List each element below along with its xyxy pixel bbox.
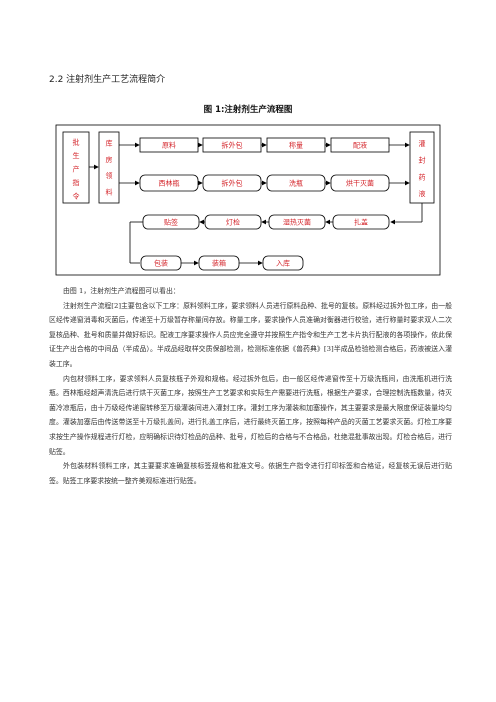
- figure-title: 图 1:注射剂生产流程图: [203, 105, 293, 115]
- flow-node-label: 配液: [353, 141, 367, 150]
- flow-node-label: 洗瓶: [289, 179, 303, 188]
- flow-node: [204, 214, 262, 230]
- node-char: 料: [106, 187, 113, 196]
- body-text: 由图 1，注射剂生产流程图可以看出： 注射剂生产流程[2]主要包含以下工序：原料…: [49, 284, 452, 488]
- flow-node: [262, 255, 304, 271]
- flow-node-label: 拆外包: [222, 179, 243, 188]
- node-char: 库: [106, 139, 113, 148]
- section-title: 2.2 注射剂生产工艺流程简介: [49, 75, 166, 85]
- flow-node-label: 称量: [289, 141, 303, 150]
- node-char: 指: [73, 178, 80, 187]
- paragraph: 注射剂生产流程[2]主要包含以下工序：原料领料工序，要求领料人员进行原料品种、批…: [49, 301, 452, 368]
- flow-node-label: 拆外包: [222, 141, 243, 150]
- node-warehouse: [98, 131, 120, 204]
- node-char: 灌: [419, 139, 426, 148]
- flow-node-label: 西林瓶: [159, 179, 180, 188]
- flow-node-label: 入库: [276, 259, 290, 268]
- flow-node-label: 湿热灭菌: [283, 218, 311, 227]
- node-char: 生: [73, 151, 80, 160]
- flow-node-label: 贴签: [164, 218, 178, 227]
- flow-node-label: 扎盖: [354, 218, 368, 227]
- paragraph: 外包装材料领料工序，其主要要求准确复核标签规格和批准文号。依据生产指令进行打印标…: [49, 462, 452, 485]
- flow-node-label: 装箱: [212, 259, 226, 268]
- flow-node: [332, 214, 390, 230]
- flow-node: [268, 214, 326, 230]
- flowchart: 批生产指令 库房领料 灌封药液 原料拆外包称量配液 西林瓶拆外包洗瓶烘干灭菌 贴…: [55, 124, 441, 276]
- node-char: 房: [106, 155, 113, 164]
- node-char: 批: [73, 137, 80, 146]
- node-batch-order: [62, 131, 90, 204]
- node-char: 封: [419, 156, 426, 165]
- node-char: 产: [73, 165, 80, 174]
- node-char: 领: [106, 171, 113, 180]
- node-char: 药: [419, 172, 426, 181]
- flow-node-label: 灯检: [226, 218, 240, 227]
- flow-node-label: 原料: [162, 141, 176, 150]
- flow-node-label: 包装: [154, 259, 168, 268]
- flow-node-label: 烘干灭菌: [346, 179, 374, 188]
- flowchart-frame: [55, 124, 441, 276]
- node-char: 液: [419, 189, 426, 198]
- node-char: 令: [73, 192, 80, 201]
- paragraph: 内包材领料工序，要求领料人员复核瓶子外观和规格。经过拆外包后，由一般区经传递窗传…: [49, 374, 452, 456]
- paragraph: 由图 1，注射剂生产流程图可以看出：: [63, 287, 180, 295]
